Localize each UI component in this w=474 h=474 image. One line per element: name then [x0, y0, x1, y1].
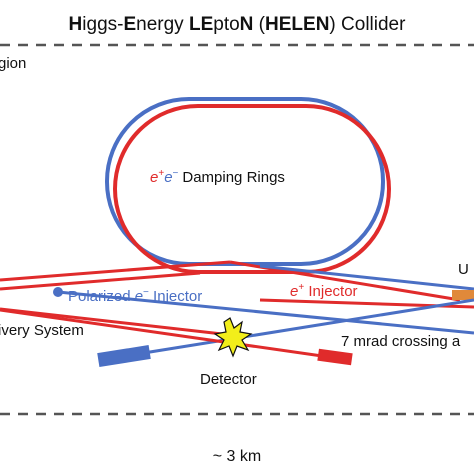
undulator-marker: [452, 290, 474, 300]
positron-beam-dump: [317, 348, 353, 366]
damping-rings-label: e+e−Damping Rings: [150, 168, 285, 186]
detector-label: Detector: [200, 371, 257, 388]
title-part-3: nergy: [136, 14, 189, 35]
interaction-point-burst-icon: [213, 317, 253, 358]
title-part-1: iggs-: [82, 14, 123, 35]
damping-ring-positron: [113, 104, 391, 274]
crossing-angle-label: 7 mrad crossing a: [341, 333, 461, 350]
polarized-injector-label: Polarized e− Injector: [68, 287, 202, 305]
positron-return-line-left: [0, 271, 201, 291]
damping-rings-sup1: +: [158, 168, 164, 179]
title-part-2: E: [123, 14, 136, 35]
title-part-5: pto: [213, 14, 239, 35]
title-part-8: HELEN: [265, 14, 329, 35]
delivery-system-label: ivery System: [0, 322, 84, 339]
damping-rings-e2: e: [164, 169, 172, 186]
title-part-6: N: [240, 14, 254, 35]
length-label: ~ 3 km: [213, 448, 261, 465]
title-part-4: LE: [189, 14, 213, 35]
damping-rings-sup2: −: [173, 168, 179, 179]
damping-rings-text: Damping Rings: [182, 169, 285, 186]
title-part-7: (: [253, 14, 265, 35]
electron-beam-dump: [97, 345, 151, 367]
positron-beam-to-ip: [0, 308, 351, 362]
title-part-9: ) Collider: [329, 14, 406, 35]
undulator-label: U: [458, 261, 469, 278]
diagram-title: Higgs-Energy LEptoN (HELEN) Collider: [69, 14, 407, 35]
positron-injector-label: e+ Injector: [290, 282, 358, 300]
electron-beam-to-ip: [99, 298, 474, 362]
title-part-0: H: [69, 14, 83, 35]
positron-transfer-line-left: [0, 260, 231, 282]
damping-rings-e1: e: [150, 169, 158, 186]
positron-linac-lower-left: [0, 307, 241, 338]
electron-transfer-line-right: [259, 264, 474, 291]
electron-linac-upper: [57, 290, 474, 335]
region-label: gion: [0, 55, 26, 72]
polarized-source-dot: [53, 287, 63, 297]
